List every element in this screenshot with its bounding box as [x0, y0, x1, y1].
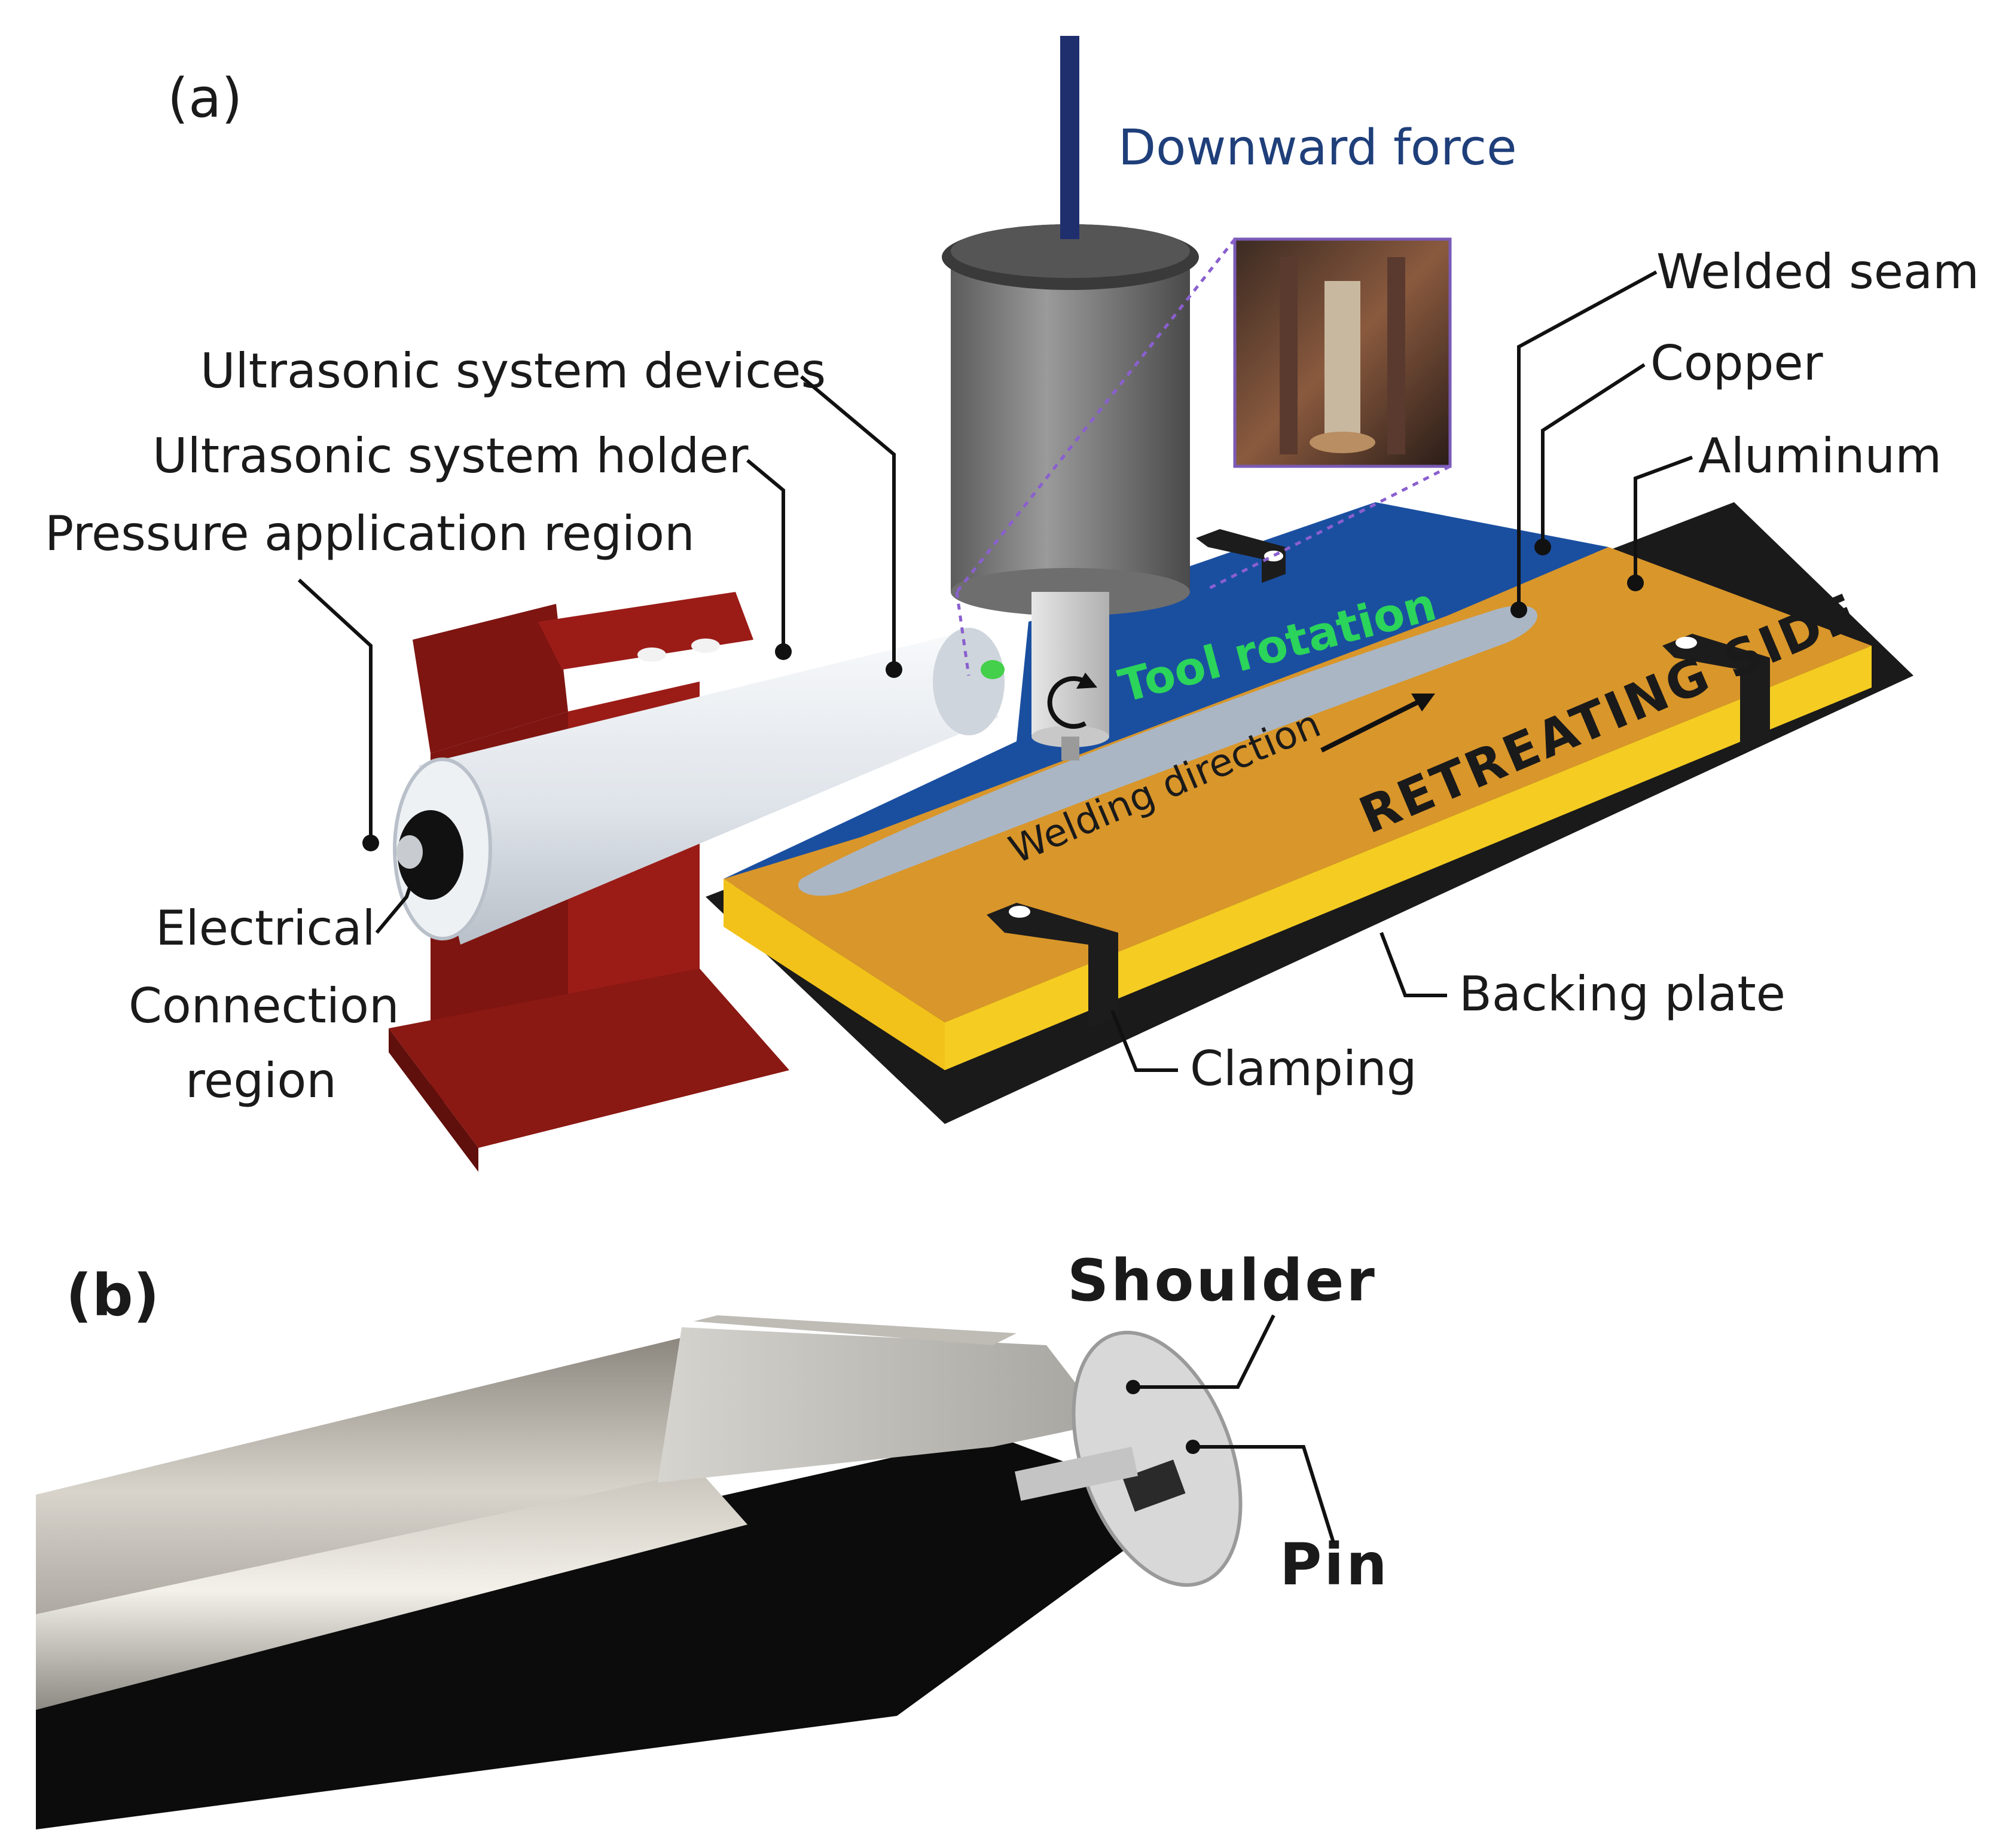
tool-shaft-dark	[36, 1435, 1184, 1829]
tool-cone	[658, 1327, 1106, 1483]
label-pressure-region: Pressure application region	[45, 506, 695, 561]
tool-pin	[1122, 1459, 1186, 1512]
tool-photo-inset	[1233, 237, 1452, 468]
welded-seam	[798, 605, 1537, 896]
panel-b-label: (b)	[66, 1262, 159, 1329]
tool-shaft-mid	[36, 1471, 747, 1710]
label-clamping: Clamping	[1190, 1041, 1417, 1096]
aluminum-edge-right	[945, 646, 1872, 1070]
fsw-tool	[942, 224, 1199, 760]
label-welded-seam: Welded seam	[1656, 244, 1979, 300]
label-copper: Copper	[1650, 335, 1823, 391]
leader-welded-seam	[1517, 270, 1658, 610]
inset-guide-lines	[955, 238, 1451, 676]
clamp-right	[1662, 634, 1770, 753]
label-shoulder: Shoulder	[1067, 1247, 1377, 1314]
hole	[691, 639, 720, 653]
leader-backing-plate	[1380, 931, 1447, 997]
copper-plate	[724, 502, 1609, 879]
label-ultrasonic-holder: Ultrasonic system holder	[152, 428, 749, 484]
leader-aluminum	[1634, 456, 1693, 583]
label-connection: Connection	[129, 978, 399, 1034]
label-backing-plate: Backing plate	[1459, 966, 1786, 1022]
leader-pin	[1196, 1445, 1335, 1543]
aluminum-edge	[724, 879, 945, 1070]
leader-ultrasonic-devices	[800, 375, 896, 670]
panel-b: (b) Shoulder Pin	[36, 1247, 1429, 1829]
panel-a-label: (a)	[167, 67, 242, 130]
hole	[637, 647, 666, 662]
rotation-arrow-icon	[1047, 676, 1086, 729]
arrow-icon	[1411, 694, 1435, 711]
ultrasonic-system-devices	[393, 628, 1005, 945]
cone-rim	[694, 1315, 1017, 1345]
panel-a: (a)	[45, 36, 1979, 1172]
pin-collar	[1014, 1446, 1139, 1501]
aluminum-plate	[724, 547, 1872, 1022]
downward-force-arrow	[1060, 36, 1079, 239]
label-ultrasonic-devices: Ultrasonic system devices	[200, 343, 826, 399]
leader-copper	[1541, 363, 1646, 547]
leader-clamping	[1110, 1009, 1178, 1072]
green-marker	[981, 660, 1005, 679]
label-electrical: Electrical	[155, 900, 376, 956]
leader-shoulder	[1136, 1314, 1275, 1389]
label-region: region	[185, 1053, 337, 1108]
label-aluminum: Aluminum	[1698, 428, 1942, 484]
clamp-front	[987, 903, 1118, 1028]
label-downward-force: Downward force	[1118, 120, 1517, 176]
leader-pressure-region	[297, 578, 373, 843]
leader-ultrasonic-holder	[746, 459, 785, 652]
tool-shaft-top	[36, 1333, 706, 1650]
